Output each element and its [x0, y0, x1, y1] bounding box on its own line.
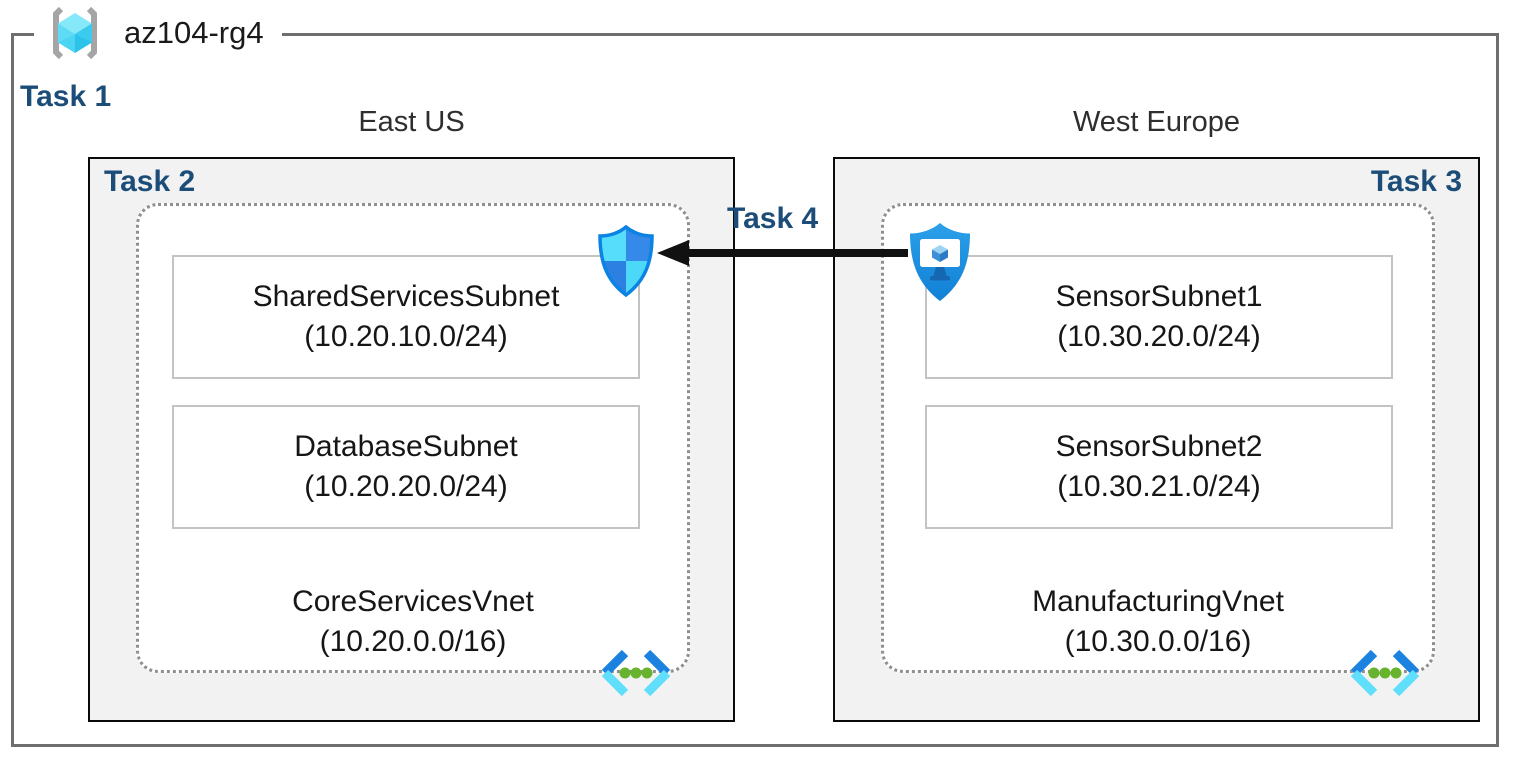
subnet-name: SensorSubnet2	[1055, 430, 1263, 463]
virtual-network-icon	[601, 649, 671, 697]
resource-group-border	[11, 33, 1499, 747]
task2-label: Task 2	[104, 165, 196, 198]
network-security-shield-icon	[598, 224, 654, 298]
subnet-box-sharedservices: SharedServicesSubnet (10.20.10.0/24)	[172, 255, 640, 379]
subnet-cidr: (10.20.20.0/24)	[304, 470, 508, 503]
resource-group-icon	[53, 6, 97, 60]
subnet-name: SensorSubnet1	[1055, 280, 1263, 313]
resource-group-header: az104-rg4	[34, 2, 282, 64]
task3-label: Task 3	[1370, 165, 1462, 198]
subnet-cidr: (10.30.21.0/24)	[1057, 470, 1261, 503]
subnet-box-database: DatabaseSubnet (10.20.20.0/24)	[172, 405, 640, 529]
region-label-west-europe: West Europe	[1072, 106, 1241, 138]
subnet-name: DatabaseSubnet	[294, 430, 518, 463]
vnet-label-manufacturing: ManufacturingVnet (10.30.0.0/16)	[881, 582, 1435, 662]
subnet-cidr: (10.20.10.0/24)	[304, 320, 508, 353]
task1-label: Task 1	[20, 80, 112, 113]
vnet-name: CoreServicesVnet	[292, 585, 534, 618]
bastion-monitor-shield-icon	[910, 223, 970, 301]
subnet-name: SharedServicesSubnet	[252, 280, 560, 313]
virtual-network-icon	[1350, 649, 1420, 697]
subnet-box-sensor1: SensorSubnet1 (10.30.20.0/24)	[925, 255, 1393, 379]
subnet-cidr: (10.30.20.0/24)	[1057, 320, 1261, 353]
region-label-east-us: East US	[358, 106, 465, 138]
task4-label: Task 4	[727, 202, 819, 235]
resource-group-name: az104-rg4	[124, 15, 264, 50]
vnet-cidr: (10.20.0.0/16)	[319, 625, 507, 658]
vnet-name: ManufacturingVnet	[1032, 585, 1284, 618]
subnet-box-sensor2: SensorSubnet2 (10.30.21.0/24)	[925, 405, 1393, 529]
vnet-label-coreservices: CoreServicesVnet (10.20.0.0/16)	[136, 582, 690, 662]
peering-arrow-icon	[657, 240, 908, 266]
vnet-cidr: (10.30.0.0/16)	[1064, 625, 1252, 658]
